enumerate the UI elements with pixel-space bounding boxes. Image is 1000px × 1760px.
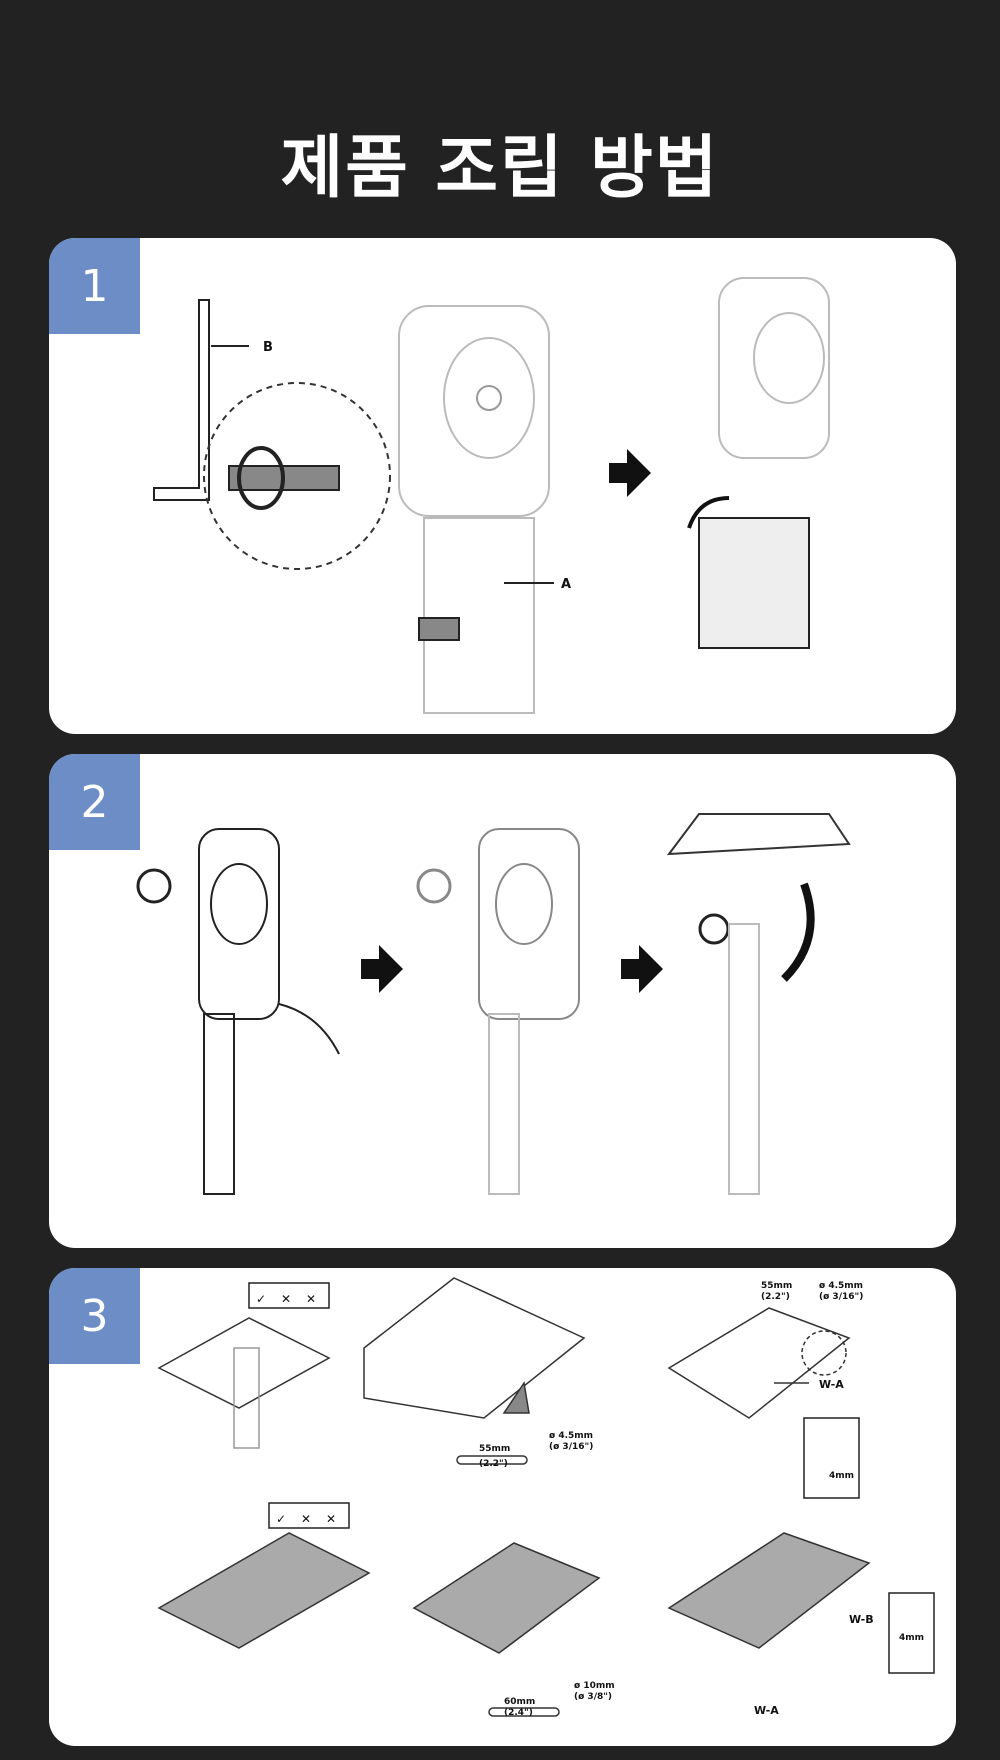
cross-icon: ✕	[281, 1292, 291, 1306]
check-icon: ✓	[276, 1512, 286, 1526]
label-a: A	[561, 577, 571, 592]
arrow-right-icon	[609, 449, 651, 497]
svg-text:W-A: W-A	[819, 1378, 844, 1391]
arrow-right-icon	[621, 945, 663, 993]
page-title: 제품 조립 방법	[280, 129, 720, 208]
check-icon: ✓	[256, 1292, 266, 1306]
svg-text:55mm: 55mm	[479, 1444, 510, 1454]
svg-text:60mm: 60mm	[504, 1697, 535, 1707]
step-number: 3	[49, 1268, 140, 1364]
svg-text:(2.2"): (2.2")	[761, 1292, 790, 1302]
svg-text:(ø 3/16"): (ø 3/16")	[819, 1292, 863, 1302]
svg-text:ø 4.5mm: ø 4.5mm	[819, 1281, 863, 1291]
label-b: B	[263, 340, 273, 355]
svg-text:(ø 3/16"): (ø 3/16")	[549, 1442, 593, 1452]
svg-text:4mm: 4mm	[829, 1471, 854, 1481]
svg-text:ø 10mm: ø 10mm	[574, 1681, 615, 1691]
svg-text:(2.4"): (2.4")	[504, 1708, 533, 1718]
step-2-illustration	[136, 813, 851, 1195]
step-3-card: 3 ✓ ✕ ✕ 55mm (2.2") ø 4.5mm (ø 3/16") 55…	[49, 1268, 956, 1746]
svg-text:W-B: W-B	[849, 1613, 874, 1626]
svg-text:4mm: 4mm	[899, 1633, 924, 1643]
cross-icon: ✕	[306, 1292, 316, 1306]
step-number: 1	[49, 238, 140, 334]
svg-text:ø 4.5mm: ø 4.5mm	[549, 1431, 593, 1441]
svg-text:(ø 3/8"): (ø 3/8")	[574, 1692, 612, 1702]
cross-icon: ✕	[326, 1512, 336, 1526]
step-1-card: 1 B A	[49, 238, 956, 734]
step-3-illustration: ✓ ✕ ✕ 55mm (2.2") ø 4.5mm (ø 3/16") 55mm…	[157, 1277, 935, 1718]
svg-text:55mm: 55mm	[761, 1281, 792, 1291]
svg-text:(2.2"): (2.2")	[479, 1459, 508, 1469]
step-1-illustration: B A	[153, 277, 830, 714]
step-number: 2	[49, 754, 140, 850]
hex-key-b	[153, 299, 210, 501]
arrow-right-icon	[361, 945, 403, 993]
cross-icon: ✕	[301, 1512, 311, 1526]
step-2-card: 2	[49, 754, 956, 1248]
svg-text:W-A: W-A	[754, 1704, 779, 1717]
